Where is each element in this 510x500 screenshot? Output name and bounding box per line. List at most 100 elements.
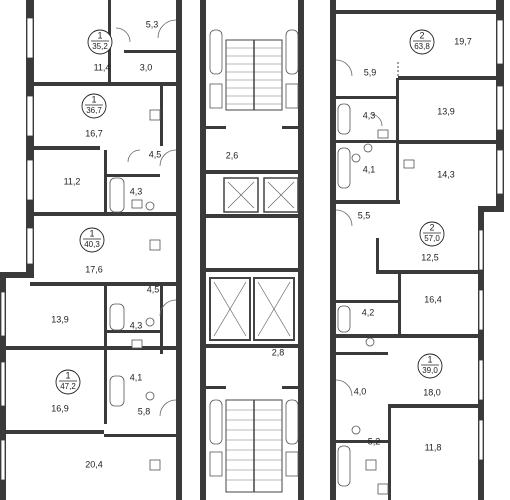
toilet-icon — [351, 425, 361, 435]
core-partition — [206, 268, 298, 272]
toilet-icon — [145, 201, 155, 211]
sink-icon — [377, 129, 389, 139]
window — [26, 227, 34, 265]
sink-icon — [209, 451, 223, 477]
window — [26, 17, 34, 59]
stair-treads-top — [226, 40, 282, 110]
bathtub-icon — [337, 103, 351, 135]
partition — [124, 50, 176, 53]
room-area: 4,3 — [363, 110, 376, 120]
room-area: 18,0 — [423, 387, 441, 397]
right-outer-step — [478, 206, 504, 212]
room-area: 4,0 — [354, 386, 367, 396]
apartment-rooms: 1 — [89, 228, 94, 238]
core-partition — [206, 170, 298, 174]
bathtub-icon — [109, 375, 125, 407]
partition — [104, 284, 107, 424]
door-swing — [369, 113, 383, 127]
right-block-walls — [334, 10, 500, 500]
partition — [334, 440, 388, 443]
apartment-rooms: 2 — [429, 222, 434, 232]
sink-icon — [209, 83, 223, 109]
room-area: 13,9 — [437, 106, 455, 116]
bathtub-icon — [109, 177, 125, 213]
door-swing — [115, 27, 131, 43]
partition — [376, 270, 480, 274]
windows — [0, 17, 504, 481]
window — [496, 149, 504, 195]
partition — [30, 146, 100, 150]
room-area: 4,5 — [147, 284, 160, 294]
elevator-shaft — [263, 177, 299, 213]
partition — [398, 76, 498, 80]
bathtub-icon — [209, 29, 223, 75]
partition — [104, 150, 107, 212]
partition — [398, 274, 401, 334]
window — [478, 359, 484, 401]
room-area: 2,6 — [226, 150, 239, 160]
left-corridor-wall — [176, 0, 182, 500]
room-area: 11,4 — [94, 62, 111, 72]
room-area: 5,9 — [364, 67, 377, 77]
window — [26, 95, 34, 137]
toilet-icon — [351, 153, 361, 163]
apartment-badge: 2 57,0 — [419, 221, 445, 247]
partition — [334, 96, 398, 99]
left-outer-step — [0, 272, 34, 278]
window — [478, 289, 484, 331]
partition — [336, 352, 388, 355]
room-area: 4,3 — [130, 186, 143, 196]
partition — [334, 334, 480, 338]
apartment-rooms: 1 — [97, 30, 102, 40]
apartment-area: 39,0 — [422, 366, 438, 375]
partition — [376, 238, 379, 274]
door-swing — [159, 299, 177, 317]
window — [478, 419, 484, 461]
toilet-icon — [363, 143, 373, 153]
elevator-shaft — [209, 277, 251, 341]
room-area: 14,3 — [437, 169, 455, 179]
partition — [398, 140, 498, 144]
room-area: 11,2 — [64, 176, 81, 186]
core-partition — [206, 344, 298, 348]
sink-icon — [365, 459, 377, 471]
sink-icon — [149, 459, 161, 471]
bathtub-icon — [285, 399, 299, 445]
partition — [104, 434, 180, 437]
room-area: 20,4 — [85, 459, 103, 469]
room-area: 19,7 — [454, 36, 472, 46]
apartment-badge: 1 35,2 — [87, 29, 113, 55]
sink-icon — [131, 199, 143, 209]
partition — [160, 284, 163, 354]
bathtub-icon — [337, 305, 351, 333]
window — [0, 439, 6, 481]
partition — [390, 404, 480, 408]
bathtub-icon — [337, 147, 351, 189]
sink-icon — [403, 159, 415, 169]
apartment-badge: 2 63,8 — [409, 29, 435, 55]
apartment-area: 35,2 — [92, 42, 108, 51]
bathtub-icon — [337, 445, 351, 487]
room-area: 4,5 — [149, 149, 162, 159]
core-partition — [282, 386, 298, 389]
room-area: 16,9 — [51, 403, 69, 413]
apartment-area: 63,8 — [414, 42, 430, 51]
apartment-rooms: 2 — [419, 30, 424, 40]
partition — [334, 200, 400, 204]
apartment-rooms: 1 — [427, 354, 432, 364]
fixtures — [109, 29, 415, 495]
apartment-area: 47,2 — [60, 382, 76, 391]
room-area: 4,3 — [130, 320, 143, 330]
core-right-wall — [298, 0, 304, 500]
right-outer-wall-lower — [478, 206, 484, 500]
apartment-badge: 1 36,7 — [81, 93, 107, 119]
partition — [106, 174, 160, 177]
central-core — [206, 39, 299, 493]
window — [0, 291, 6, 337]
partition — [30, 82, 180, 86]
room-area: 2,8 — [272, 347, 285, 357]
toilet-icon — [365, 337, 375, 347]
apartment-area: 36,7 — [86, 106, 102, 115]
core-left-wall — [200, 0, 206, 500]
sink-icon — [285, 451, 299, 477]
